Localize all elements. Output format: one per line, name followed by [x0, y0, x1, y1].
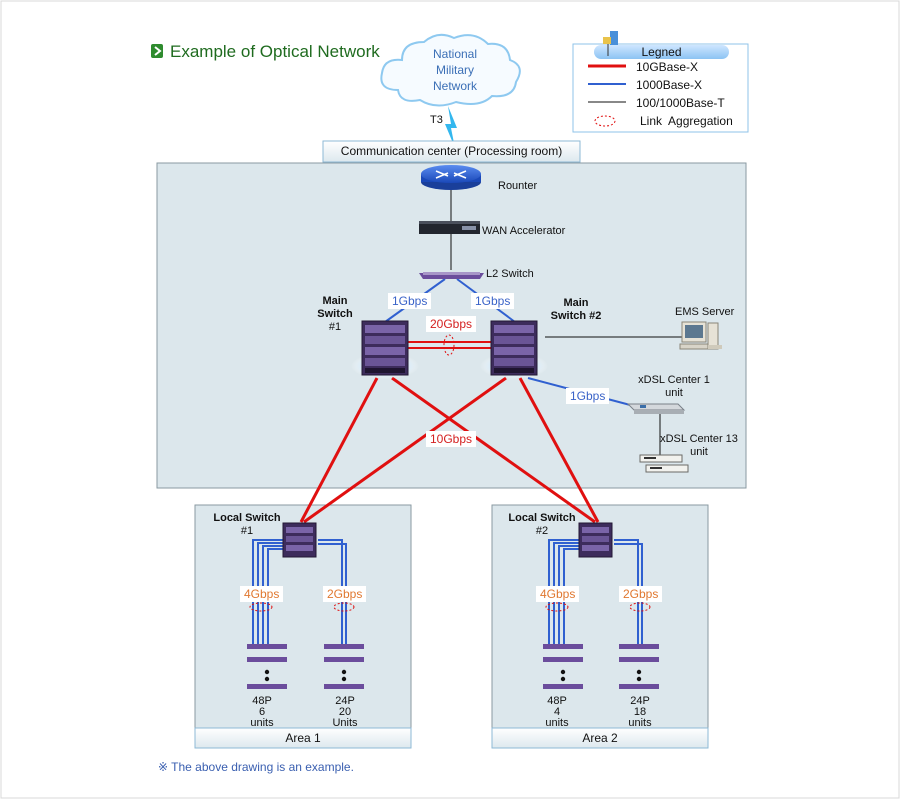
- legend-item-1000: 1000Base-X: [636, 78, 703, 92]
- area1-stack-right-line-3: Units: [332, 717, 358, 729]
- xdsl-center-1-line-1: xDSL Center 1: [638, 374, 710, 386]
- local-switch-2-line-1: Local Switch: [508, 512, 576, 524]
- router-label: Rounter: [498, 180, 538, 192]
- main-switch-1-line-1: Main: [322, 295, 348, 307]
- main-switch-2-icon: [480, 320, 548, 379]
- area1-stack-left-line-3: units: [250, 717, 274, 729]
- speed-label-uplink-left: 1Gbps: [388, 293, 432, 309]
- area2-stack-left-line-1: 48P: [547, 695, 567, 707]
- area1-stack-left-line-1: 48P: [252, 695, 272, 707]
- main-switch-2-line-1: Main: [563, 297, 589, 309]
- main1-local1-link: [299, 377, 379, 523]
- area2-stack-right-label: 24P 18 units: [620, 696, 660, 729]
- xdsl-center-13-line-1: xDSL Center 13: [660, 433, 738, 445]
- area1-stack-right-label: 24P 20 Units: [325, 696, 365, 729]
- t3-lightning-icon: [445, 106, 457, 148]
- local-switch-1-label: Local Switch #1: [208, 512, 286, 538]
- local-switch-1-line-1: Local Switch: [213, 512, 281, 524]
- area1-stack-right-icon: [324, 644, 364, 689]
- page-title: Example of Optical Network: [170, 42, 380, 61]
- area1-tab: [194, 727, 412, 749]
- title-arrow-icon: [151, 44, 163, 58]
- area1-stack-left-line-2: 6: [258, 706, 266, 718]
- cloud-line-3: Network: [432, 79, 477, 93]
- area2-stack-right-line-2: 18: [633, 706, 647, 718]
- legend: [572, 43, 749, 133]
- speed-label-area2-right: 2Gbps: [619, 586, 663, 602]
- main2-local1-link: [303, 376, 507, 524]
- local-switch-2-icon: [578, 522, 613, 558]
- agg-main-ellipse: [443, 334, 455, 356]
- cloud-label: National Military Network: [410, 46, 500, 94]
- speed-label-agg-main: 20Gbps: [426, 316, 477, 332]
- footnote: ※ The above drawing is an example.: [158, 760, 354, 774]
- main2-local2-link: [518, 377, 600, 523]
- xdsl-center-13-line-2: unit: [690, 446, 708, 458]
- area2-label: Area 2: [582, 731, 618, 745]
- local-switch-1-line-2: #1: [240, 525, 254, 537]
- speed-label-core: 10Gbps: [426, 431, 477, 447]
- xdsl-center-1-icon: [626, 403, 686, 414]
- wan-accelerator-label: WAN Accelerator: [482, 225, 566, 237]
- local-switch-2-label: Local Switch #2: [503, 512, 581, 538]
- local-switch-2-line-2: #2: [535, 525, 549, 537]
- main-switch-2-line-2: Switch #2: [550, 310, 602, 322]
- cloud-line-1: National: [432, 47, 478, 61]
- cloud-line-2: Military: [436, 63, 474, 77]
- area1-agg-right: [333, 602, 355, 612]
- speed-label-area2-left: 4Gbps: [536, 586, 580, 602]
- l2-switch-icon: [419, 272, 484, 279]
- area2-stack-right-icon: [619, 644, 659, 689]
- area1-stack-left-icon: [247, 644, 287, 689]
- speed-label-area1-right: 2Gbps: [323, 586, 367, 602]
- legend-pin-icon: [603, 31, 618, 56]
- xdsl-center-1-label: xDSL Center 1 unit: [624, 374, 724, 400]
- area2-stack-left-line-2: 4: [553, 706, 561, 718]
- xdsl-center-1-line-2: unit: [665, 387, 683, 399]
- wan-accelerator-icon: [419, 221, 480, 234]
- area1-stack-right-line-2: 20: [338, 706, 352, 718]
- local-switch-1-icon: [282, 522, 317, 558]
- main-switch-1-label: Main Switch #1: [305, 295, 365, 334]
- area2-stack-right-line-3: units: [628, 717, 652, 729]
- legend-item-agg: Link Aggregation: [640, 114, 733, 128]
- legend-item-10g: 10GBase-X: [636, 60, 699, 74]
- legend-title: Legned: [641, 45, 682, 59]
- area1-agg-left: [249, 602, 273, 612]
- legend-item-100: 100/1000Base-T: [636, 96, 725, 110]
- speed-label-uplink-right: 1Gbps: [471, 293, 515, 309]
- area1-label: Area 1: [285, 731, 321, 745]
- main-switch-1-icon: [351, 320, 419, 379]
- ems-server-icon: [679, 321, 722, 350]
- area2-agg-left: [545, 602, 569, 612]
- router-icon: [421, 165, 481, 190]
- legend-agg-ellipse: [594, 115, 616, 127]
- speed-label-area1-left: 4Gbps: [240, 586, 284, 602]
- xdsl-center-13-label: xDSL Center 13 unit: [656, 433, 742, 459]
- main-switch-1-line-3: #1: [328, 321, 342, 333]
- center-panel-title: Communication center (Processing room): [340, 144, 563, 158]
- area2-downlinks: [548, 539, 643, 644]
- area1-stack-right-line-1: 24P: [335, 695, 355, 707]
- area2-agg-right: [629, 602, 651, 612]
- l2-switch-label: L2 Switch: [486, 268, 534, 280]
- speed-label-xdsl: 1Gbps: [566, 388, 610, 404]
- xdsl-center-13-icon: [639, 454, 689, 473]
- area2-stack-left-label: 48P 4 units: [537, 696, 577, 729]
- cloud-icon: [380, 33, 521, 107]
- area2-stack-left-line-3: units: [545, 717, 569, 729]
- main-switch-1-line-2: Switch: [317, 308, 353, 320]
- center-panel-tab: [322, 140, 581, 163]
- ems-server-label: EMS Server: [675, 306, 735, 318]
- area2-stack-right-line-1: 24P: [630, 695, 650, 707]
- t3-label: T3: [430, 114, 443, 126]
- main1-local2-link: [391, 376, 596, 524]
- main-switch-2-label: Main Switch #2: [540, 297, 612, 323]
- area2-tab: [491, 727, 709, 749]
- area2-stack-left-icon: [543, 644, 583, 689]
- area1-stack-left-label: 48P 6 units: [242, 696, 282, 729]
